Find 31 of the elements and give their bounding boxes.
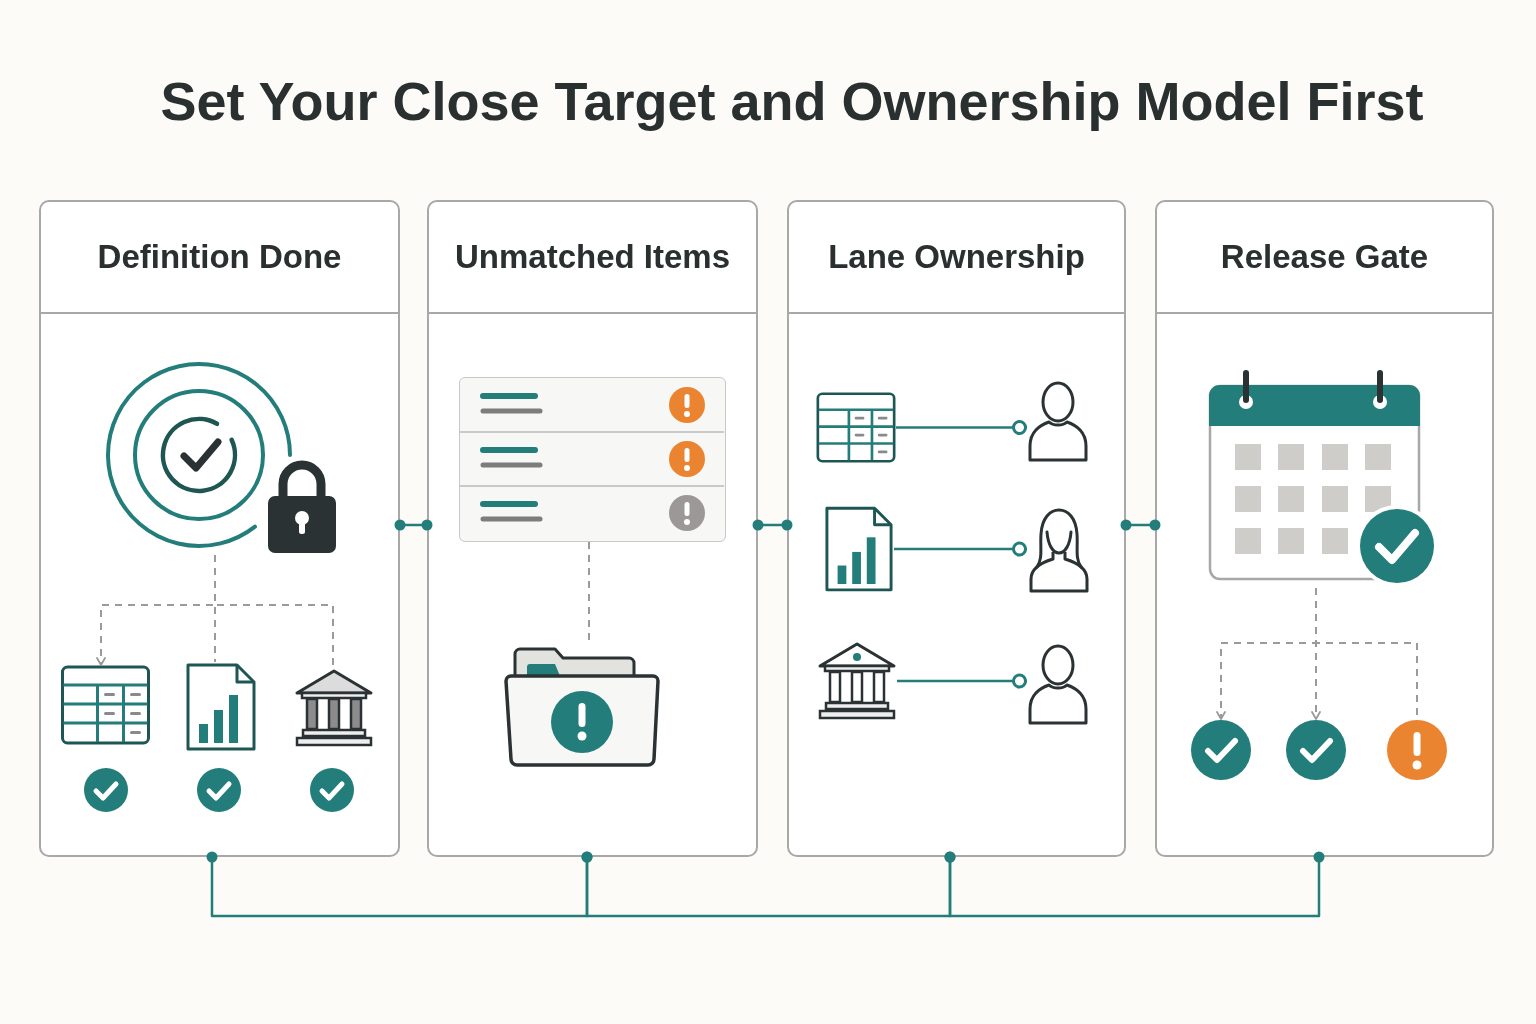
person-icon — [1027, 380, 1089, 462]
bank-icon — [817, 641, 897, 721]
list-card — [459, 377, 726, 542]
panel-heading: Unmatched Items — [454, 237, 731, 276]
chart-document-icon — [185, 662, 257, 752]
alert-circle-icon — [1386, 719, 1448, 781]
panel-heading: Release Gate — [1220, 237, 1429, 276]
chart-document-icon — [824, 505, 894, 593]
connector-line — [894, 541, 1027, 557]
connector-line — [896, 420, 1027, 435]
bank-icon — [294, 668, 374, 748]
connector-line — [394, 519, 433, 531]
person-icon — [1027, 507, 1091, 593]
target-lock-icon — [105, 360, 337, 555]
check-circle-icon — [1190, 719, 1252, 781]
spreadsheet-icon — [60, 665, 151, 745]
connector-line — [944, 851, 1325, 918]
folder-icon — [503, 645, 661, 768]
panel-card — [427, 200, 758, 857]
panel-card — [39, 200, 400, 857]
panel-heading: Lane Ownership — [828, 237, 1085, 276]
connector-line — [752, 519, 793, 531]
title: Set Your Close Target and Ownership Model First — [160, 70, 1424, 133]
panel-card — [787, 200, 1126, 857]
panel-card — [1155, 200, 1494, 857]
person-icon — [1027, 643, 1089, 725]
panel-heading: Definition Done — [97, 237, 342, 276]
connector-line — [1120, 519, 1161, 531]
check-circle-icon — [1285, 719, 1347, 781]
spreadsheet-icon — [816, 392, 896, 463]
connector-line — [897, 673, 1027, 689]
